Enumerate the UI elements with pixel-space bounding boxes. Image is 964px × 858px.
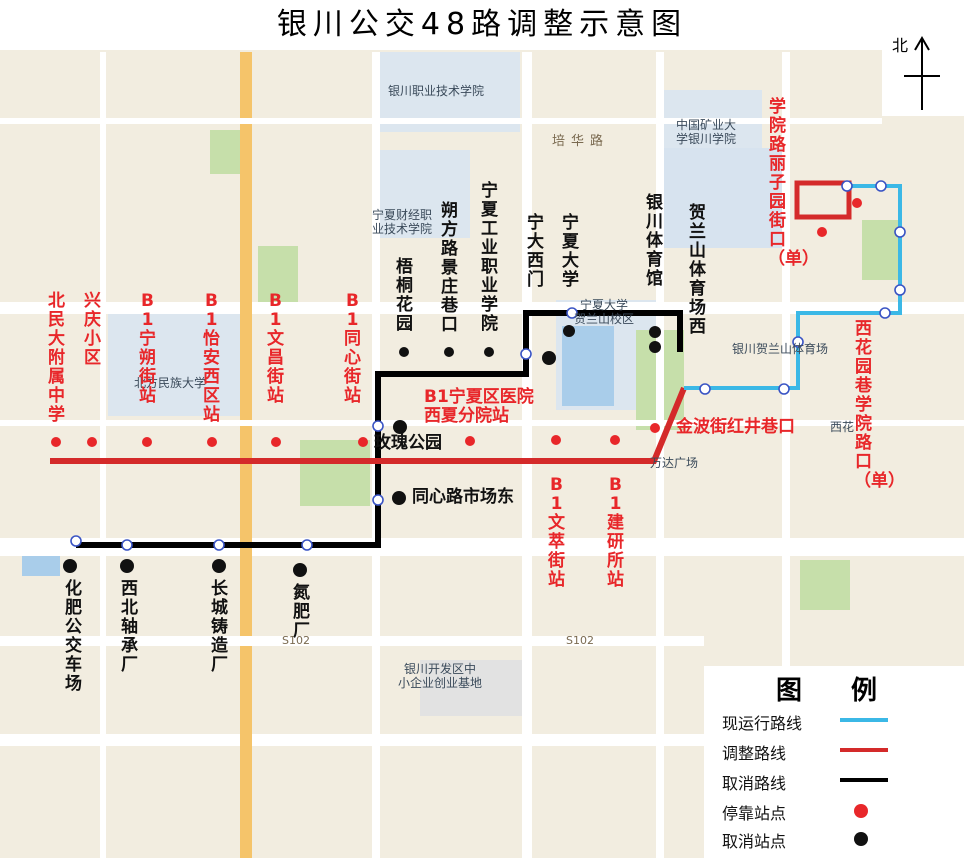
stop-dot <box>358 437 368 447</box>
poi-label: 西花 <box>830 420 855 434</box>
stop-label: B1建研所站 <box>607 475 624 590</box>
north-compass: 北 <box>882 30 964 116</box>
legend-label: 取消站点 <box>722 832 787 851</box>
cancelled-stop-label: 贺兰山体育场西 <box>689 203 706 337</box>
legend-heading: 图 例 <box>776 676 898 706</box>
map-title: 银川公交48路调整示意图 <box>0 0 964 50</box>
route-stop-marker <box>520 348 532 360</box>
legend: 图 例 现运行路线 调整路线 取消路线 停靠站点 取消站点 <box>704 666 964 858</box>
stop-dot <box>465 436 475 446</box>
poi-label: 银川开发区中 小企业创业基地 <box>398 662 483 690</box>
stop-dot <box>142 437 152 447</box>
route-stop-marker <box>213 539 225 551</box>
poi-label: 宁夏财经职 业技术学院 <box>372 208 433 236</box>
stop-dot <box>51 437 61 447</box>
route-stop-marker <box>566 307 578 319</box>
cancelled-route-line <box>76 310 683 548</box>
route-stop-marker <box>875 180 887 192</box>
cancelled-stop-label: 朔方路景庄巷口 <box>441 201 458 335</box>
adjusted-route-line <box>50 386 687 464</box>
cancelled-stop-dot <box>542 351 556 365</box>
stop-label: B1同心街站 <box>344 291 361 406</box>
cancelled-stop-label: 宁大西门 <box>527 213 544 290</box>
north-arrow-icon <box>904 36 940 110</box>
north-label: 北 <box>892 36 909 55</box>
legend-label: 取消路线 <box>722 774 787 793</box>
cancelled-stop-dot <box>649 341 661 353</box>
cancelled-stop-dot <box>293 563 307 577</box>
cancelled-stop-dot <box>393 420 407 434</box>
legend-label: 调整路线 <box>722 744 787 763</box>
route-stop-marker <box>372 420 384 432</box>
stop-label: 北民大附属中学 <box>48 291 65 425</box>
stop-dot <box>207 437 217 447</box>
cancelled-stop-dot <box>63 559 77 573</box>
stop-dot <box>551 435 561 445</box>
road-label: S102 <box>282 634 310 647</box>
legend-adjusted-line-swatch <box>840 748 888 752</box>
stop-label: B1文昌街站 <box>267 291 284 406</box>
stop-label: B1文萃街站 <box>548 475 565 590</box>
stop-label: B1怡安西区站 <box>203 291 220 425</box>
road-label: S102 <box>566 634 594 647</box>
route-stop-marker <box>372 494 384 506</box>
road-label: 培华路 <box>552 134 610 149</box>
stop-dot <box>610 435 620 445</box>
poi-label: 宁夏大学 贺兰山校区 <box>574 298 635 326</box>
cancelled-stop-dot <box>392 491 406 505</box>
route-stop-marker <box>301 539 313 551</box>
route-stop-marker <box>879 307 891 319</box>
poi-label: 银川贺兰山体育场 <box>732 342 829 356</box>
cancelled-stop-label: 同心路市场东 <box>412 487 514 507</box>
stop-label: 学院路丽子园街口（单） <box>768 97 819 269</box>
cancelled-stop-dot <box>399 347 409 357</box>
cancelled-stop-label: 西北轴承厂 <box>121 579 138 675</box>
cancelled-stop-label: 宁夏大学 <box>562 213 579 290</box>
stop-dot <box>271 437 281 447</box>
legend-label: 现运行路线 <box>722 714 803 733</box>
cancelled-stop-dot <box>444 347 454 357</box>
stop-label: 兴庆小区 <box>84 291 101 368</box>
stop-dot <box>852 198 862 208</box>
route-stop-marker <box>841 180 853 192</box>
adjusted-route-loop <box>794 180 852 220</box>
cancelled-stop-label: 化肥公交车场 <box>65 579 82 694</box>
stop-label: 西花园巷学院路口（单） <box>854 319 905 491</box>
cancelled-stop-label: 长城铸造厂 <box>211 579 228 675</box>
route-stop-marker <box>70 535 82 547</box>
poi-label: 北方民族大学 <box>134 376 207 390</box>
cancelled-stop-dot <box>212 559 226 573</box>
poi-label: 万达广场 <box>650 456 699 470</box>
route-stop-marker <box>894 284 906 296</box>
legend-cancelled-stop-dot <box>854 832 868 846</box>
stop-label: 金波街红井巷口 <box>676 417 795 437</box>
stop-dot <box>817 227 827 237</box>
cancelled-stop-label: 宁夏工业职业学院 <box>481 181 498 334</box>
cancelled-stop-dot <box>484 347 494 357</box>
cancelled-stop-label: 银川体育馆 <box>646 193 663 289</box>
legend-cancelled-line-swatch <box>840 778 888 782</box>
cancelled-stop-label: 梧桐花园 <box>396 257 413 334</box>
poi-label: 中国矿业大 学银川学院 <box>676 118 737 146</box>
cancelled-stop-label: 氮肥厂 <box>293 583 310 641</box>
legend-current-line-swatch <box>840 718 888 722</box>
stop-label: B1宁朔街站 <box>139 291 156 406</box>
cancelled-stop-label: 玫瑰公园 <box>374 433 442 453</box>
cancelled-stop-dot <box>563 325 575 337</box>
stop-label: B1宁夏区医院西夏分院站 <box>424 387 534 426</box>
stop-dot <box>650 423 660 433</box>
stop-dot <box>87 437 97 447</box>
route-stop-marker <box>792 336 804 348</box>
cancelled-stop-dot <box>649 326 661 338</box>
route-stop-marker <box>121 539 133 551</box>
legend-label: 停靠站点 <box>722 804 787 823</box>
route-stop-marker <box>699 383 711 395</box>
poi-label: 银川职业技术学院 <box>388 84 485 98</box>
route-stop-marker <box>894 226 906 238</box>
cancelled-stop-dot <box>120 559 134 573</box>
route-stop-marker <box>778 383 790 395</box>
legend-stop-dot <box>854 804 868 818</box>
